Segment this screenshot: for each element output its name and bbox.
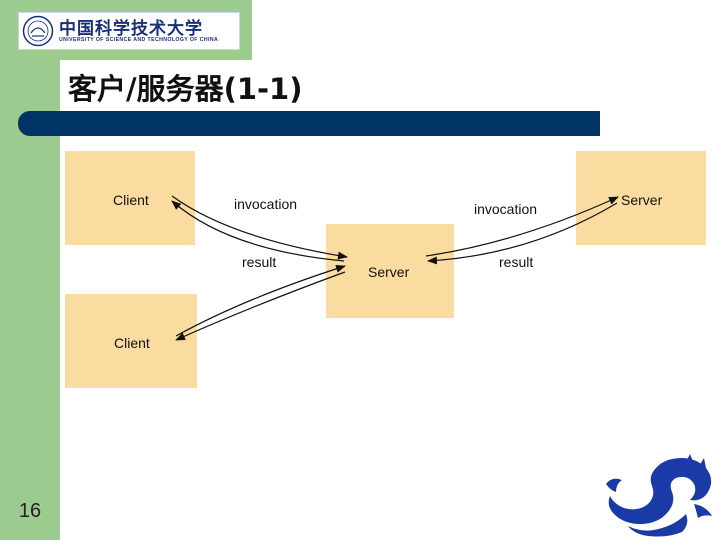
result-arrow-bottom [175,271,346,341]
university-seal-icon [22,15,54,47]
dragon-emblem-icon [606,454,712,537]
client-top-label: Client [113,192,149,208]
university-logo: 中国科学技术大学 UNIVERSITY OF SCIENCE AND TECHN… [18,12,240,50]
client-top-box [65,151,195,245]
server-middle-box [326,224,454,318]
server-middle-label: Server [368,264,410,280]
logo-english-name: UNIVERSITY OF SCIENCE AND TECHNOLOGY OF … [59,37,219,43]
invocation-arrow-bottom [175,264,346,337]
result-label-right: result [499,254,534,270]
result-arrow-right [427,202,618,265]
logo-chinese-name: 中国科学技术大学 [59,19,203,39]
invocation-label-right: invocation [474,201,538,217]
client-bottom-box [65,294,197,388]
invocation-arrow-right [425,196,619,257]
title-underline-bar [18,111,600,136]
page-number: 16 [18,500,42,522]
client-bottom-label: Client [114,335,150,351]
sidebar-band [0,0,60,540]
slide-title: 客户/服务器(1-1) [68,72,303,106]
result-arrow-left [171,200,345,262]
result-label-left: result [242,254,277,270]
server-right-box [576,151,706,245]
server-right-label: Server [621,192,663,208]
invocation-label-left: invocation [234,196,298,212]
invocation-arrow-left [171,195,348,260]
